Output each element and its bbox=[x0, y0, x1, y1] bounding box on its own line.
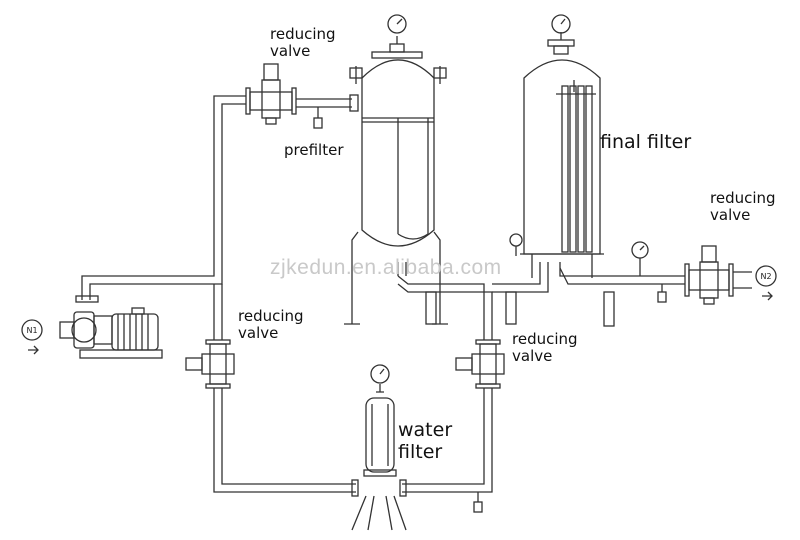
pressure-gauge bbox=[370, 364, 390, 384]
label-water-filter: water filter bbox=[398, 419, 453, 463]
label-final-filter: final filter bbox=[600, 131, 692, 153]
label-reducing-valve-right: reducing valve bbox=[710, 189, 776, 225]
reducing-valve-mid bbox=[455, 339, 505, 389]
drain-valve bbox=[313, 107, 323, 129]
reducing-valve-left bbox=[185, 339, 235, 389]
drain-valve bbox=[473, 492, 483, 513]
pressure-gauge bbox=[551, 14, 571, 34]
reducing-valve-right bbox=[684, 245, 734, 305]
label-reducing-valve-top: reducing valve bbox=[270, 25, 336, 61]
drain-valve bbox=[657, 284, 667, 303]
final-filter-vessel bbox=[505, 32, 615, 327]
watermark: zjkedun.en.alibaba.com bbox=[270, 256, 502, 279]
reducing-valve-top bbox=[245, 63, 297, 125]
pressure-gauge bbox=[631, 241, 649, 276]
prefilter-vessel bbox=[344, 36, 448, 325]
label-prefilter: prefilter bbox=[284, 141, 344, 159]
pump-motor bbox=[59, 295, 163, 359]
outlet-label: N2 bbox=[760, 272, 771, 281]
pressure-gauge bbox=[387, 14, 407, 34]
outlet-port-n2 bbox=[755, 265, 777, 301]
inlet-port-n1 bbox=[21, 319, 43, 355]
inlet-label: N1 bbox=[26, 326, 37, 335]
water-filter-vessel bbox=[351, 384, 407, 531]
piping bbox=[81, 95, 752, 493]
label-reducing-valve-mid: reducing valve bbox=[512, 330, 578, 366]
label-reducing-valve-left: reducing valve bbox=[238, 307, 304, 343]
